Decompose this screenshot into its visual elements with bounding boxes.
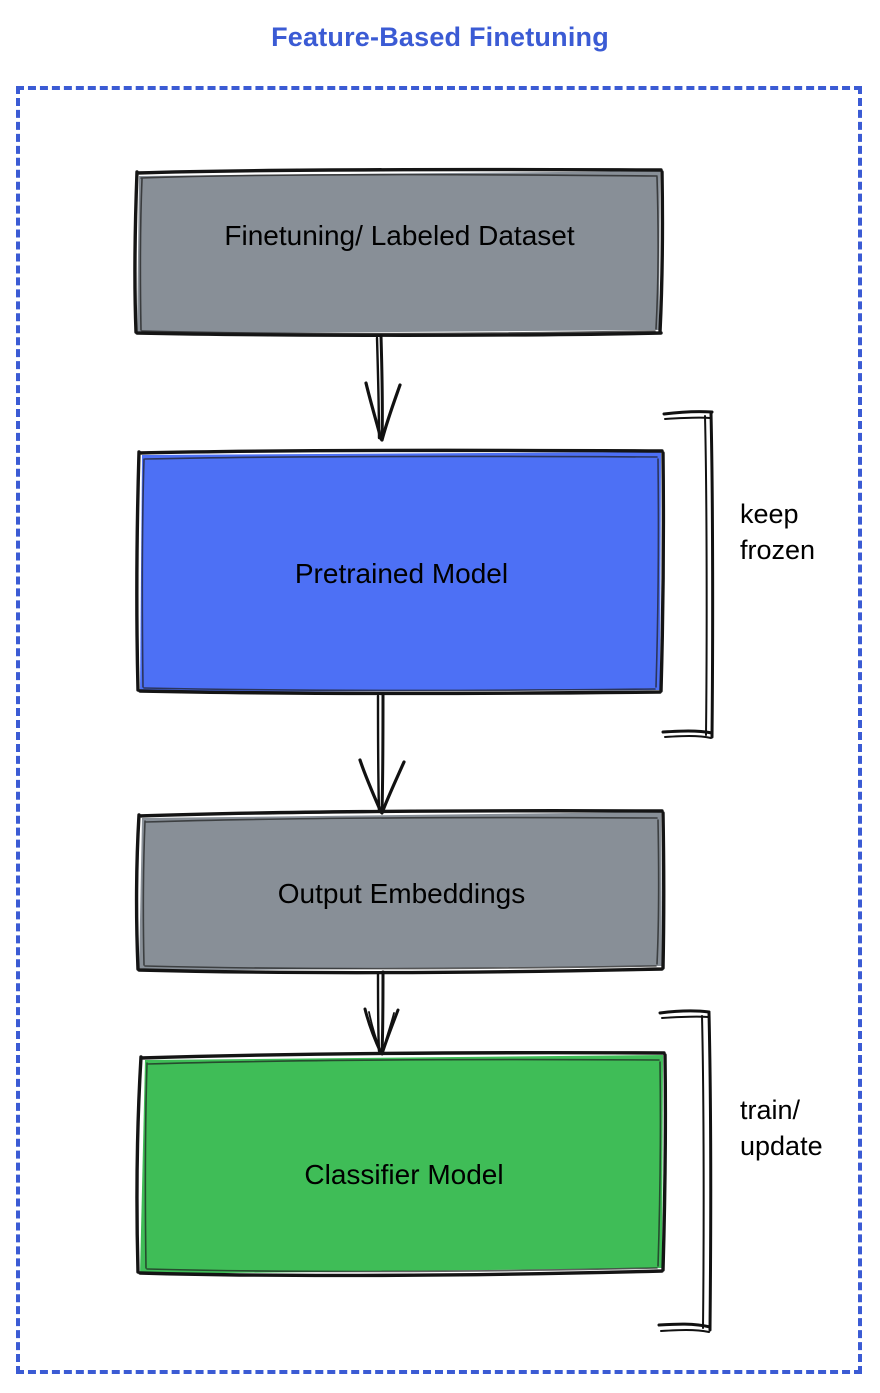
page-title: Feature-Based Finetuning	[271, 22, 609, 52]
node-output-embeddings-label: Output Embeddings	[277, 878, 526, 909]
annotation-keep-frozen-line2: frozen	[740, 534, 816, 565]
annotation-keep-frozen: keep frozen	[740, 497, 815, 568]
annotation-train-update-line2: update	[740, 1130, 823, 1161]
node-classifier-model-label: Classifier Model	[304, 1159, 504, 1190]
node-dataset-label: Finetuning/ Labeled Dataset	[224, 220, 575, 251]
node-pretrained-model-label: Pretrained Model	[294, 558, 509, 589]
annotation-train-update: train/ update	[740, 1093, 823, 1164]
diagram-dashed-frame	[16, 86, 862, 1374]
annotation-keep-frozen-line1: keep	[740, 499, 799, 529]
annotation-train-update-line1: train/	[740, 1095, 801, 1125]
